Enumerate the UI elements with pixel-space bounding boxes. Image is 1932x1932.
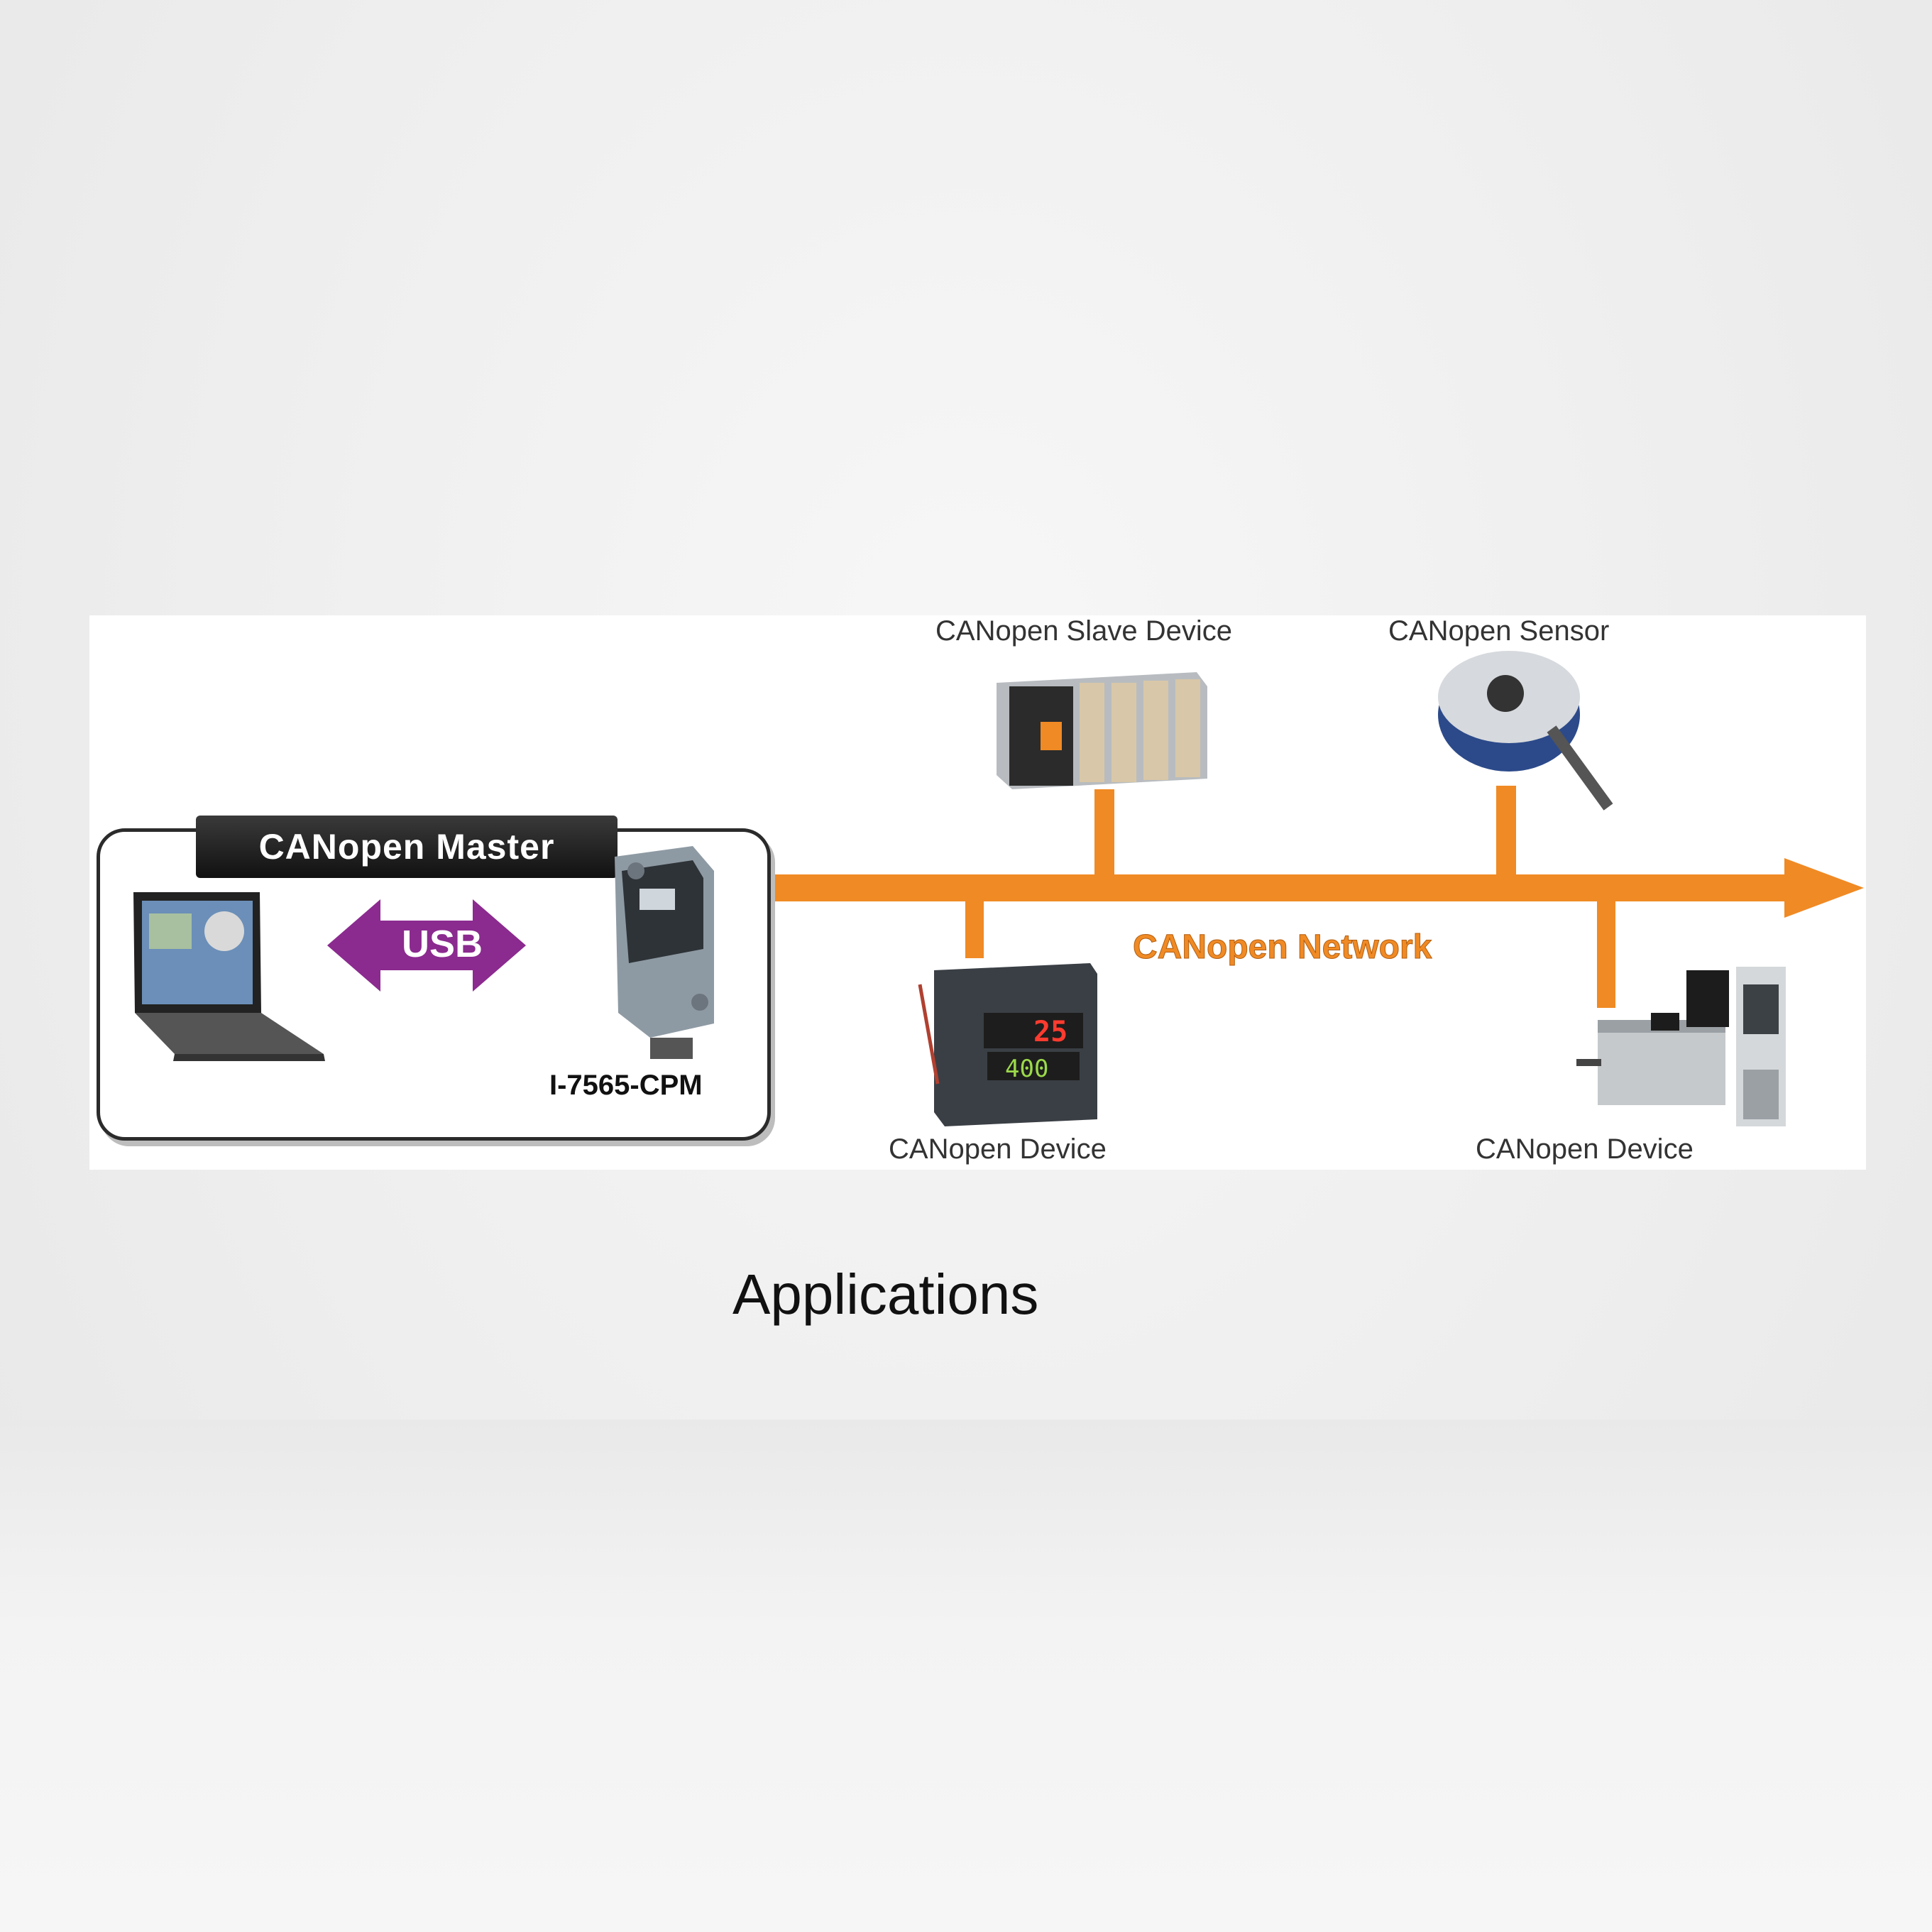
drop-slave-device <box>1094 789 1114 876</box>
network-label: CANopen Network <box>1132 928 1432 967</box>
background-floor <box>0 1420 1932 1932</box>
servo-drive-icon <box>1576 967 1786 1126</box>
master-label: CANopen Master <box>196 816 618 878</box>
sensor-label: CANopen Sensor <box>1388 615 1610 647</box>
device-1-label: CANopen Device <box>889 1134 1107 1165</box>
encoder-sensor-icon <box>1438 651 1613 811</box>
usb-label: USB <box>401 923 483 965</box>
temperature-controller-icon: 25 400 <box>918 963 1097 1126</box>
drop-device-1 <box>965 901 984 958</box>
device-2-label: CANopen Device <box>1476 1134 1694 1165</box>
page-caption: Applications <box>732 1263 1039 1326</box>
drop-device-2 <box>1597 901 1615 1008</box>
svg-text:400: 400 <box>1005 1055 1048 1083</box>
svg-text:25: 25 <box>1033 1016 1067 1048</box>
io-rack-icon <box>997 672 1207 789</box>
model-label: I-7565-CPM <box>549 1070 703 1101</box>
network-diagram: 25 400 CANopen Master <box>89 615 1866 1170</box>
bus-arrow-head <box>1784 858 1864 918</box>
drop-sensor <box>1496 786 1516 876</box>
network-bus <box>707 874 1786 901</box>
slave-device-label: CANopen Slave Device <box>935 615 1232 647</box>
